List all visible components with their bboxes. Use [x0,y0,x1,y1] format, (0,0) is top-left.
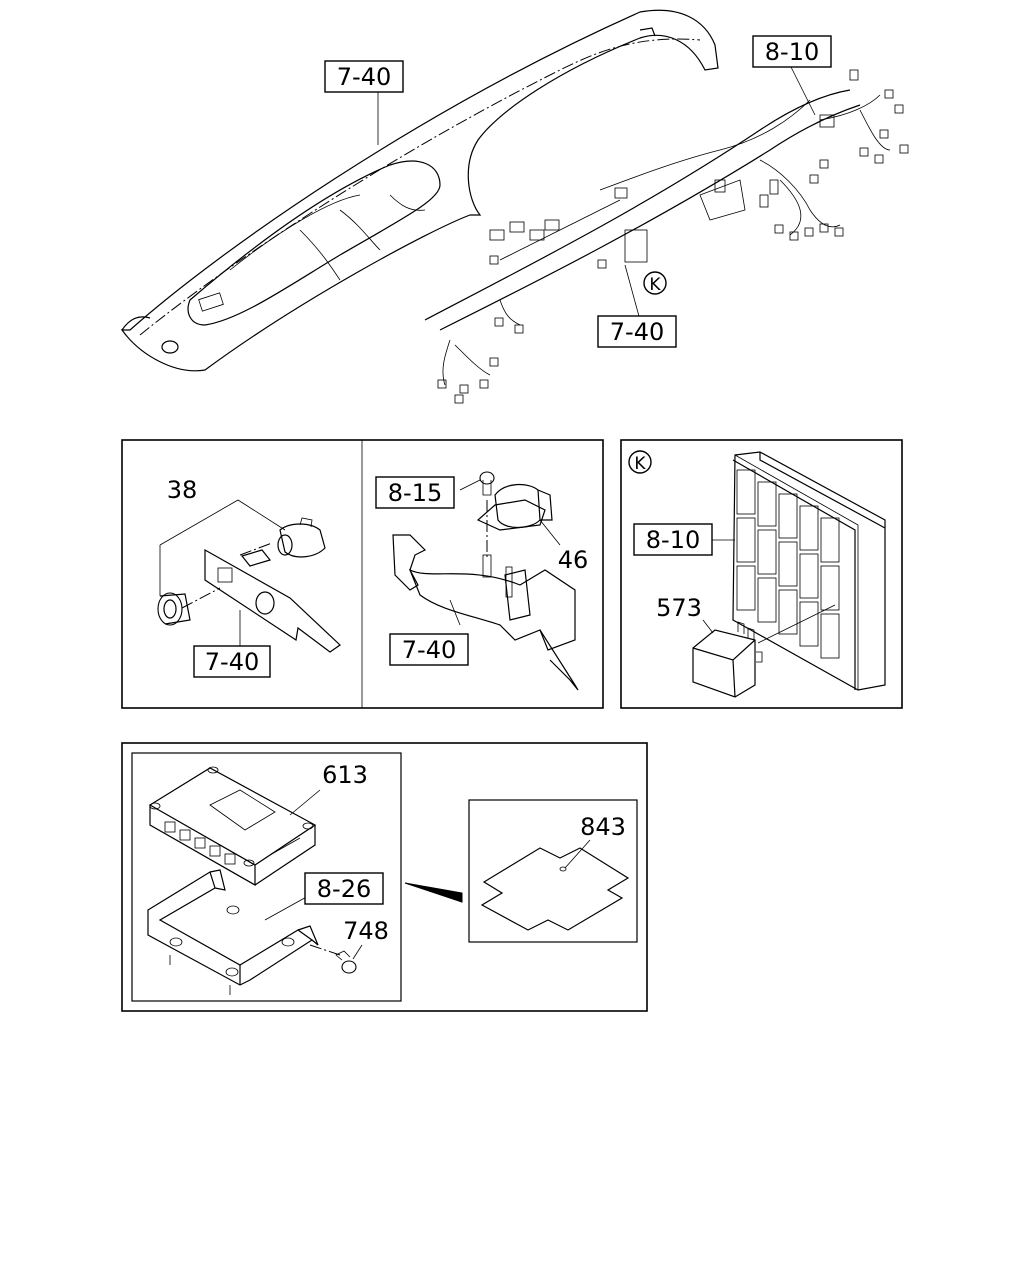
svg-text:8-26: 8-26 [317,875,371,903]
ecu-panel [121,742,648,1012]
relay-bracket-ref-label: 7-40 [389,633,469,666]
svg-text:8-10: 8-10 [765,38,819,66]
svg-text:7-40: 7-40 [205,648,259,676]
ecu-bracket [147,869,341,995]
svg-text:7-40: 7-40 [610,318,664,346]
insulator-sheet [480,839,630,931]
relay-573-part-number: 573 [656,594,702,622]
ecu-inner-panel [131,752,402,1002]
wiring-harness [424,69,909,404]
switch-assembly [157,499,341,653]
switch-relay-panel [121,439,604,709]
dashboard-ref-label: 7-40 [324,60,404,93]
relay-bracket-assembly [392,471,579,691]
switch-part-number: 38 [167,476,198,504]
insulator-detail-panel [468,799,638,943]
harness-ref-label: 8-10 [752,35,832,68]
svg-text:8-10: 8-10 [646,526,700,554]
svg-text:8-15: 8-15 [388,479,442,507]
svg-text:7-40: 7-40 [337,63,391,91]
svg-text:K: K [634,454,646,474]
detail-k-panel [620,439,903,709]
dashboard-panel [120,9,719,372]
relay-part-number: 46 [558,546,589,574]
ecu-part-number: 613 [322,761,368,789]
relay-box-ref-label: 8-10 [633,523,713,556]
top-k-marker: K [643,271,667,295]
insulator-part-number: 843 [580,813,626,841]
ecu-bracket-ref-label: 8-26 [304,872,384,905]
relay-bolt-ref-label: 8-15 [375,476,455,509]
svg-text:7-40: 7-40 [402,636,456,664]
detail-arrow [404,882,463,903]
detail-k-marker: K [628,450,652,474]
relay-box [692,451,886,698]
bolt-part-number: 748 [343,917,389,945]
ecu-unit [148,766,321,887]
harness-bracket-ref-label: 7-40 [597,315,677,348]
switch-bracket-ref-label: 7-40 [193,645,271,678]
bolt-748 [335,944,363,974]
svg-text:K: K [649,275,661,295]
